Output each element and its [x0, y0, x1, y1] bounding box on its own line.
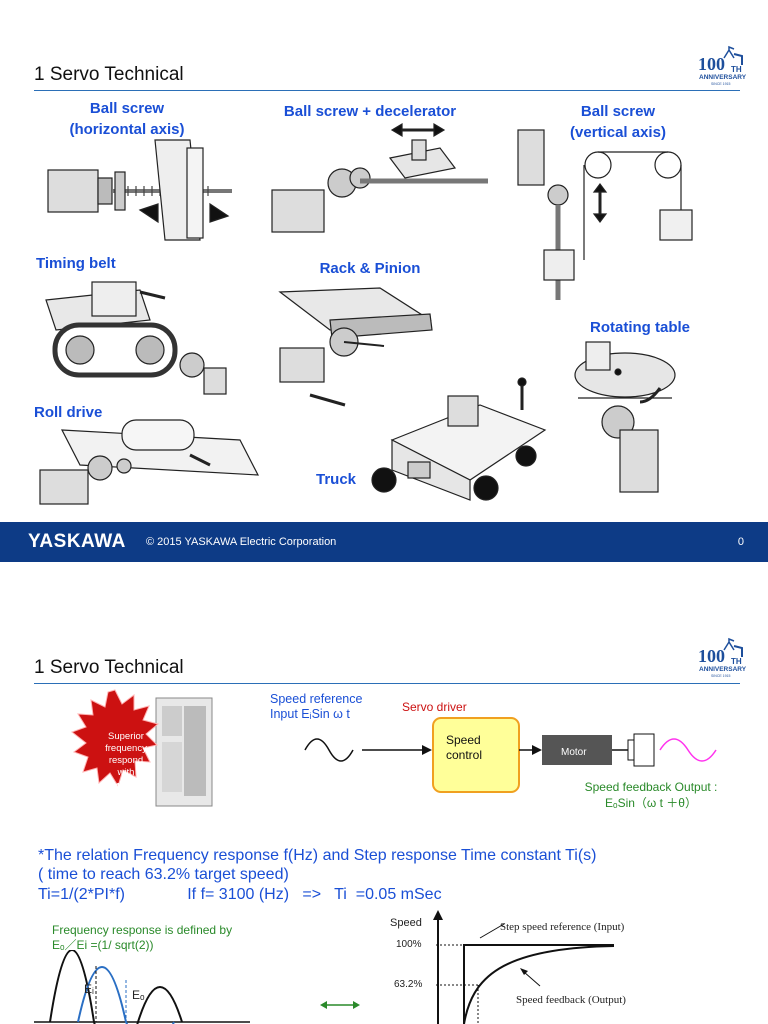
mechanism-illustrations — [39, 122, 693, 505]
speed-feedback-label: Speed feedback Output : EₒSin（ω t ＋θ） — [584, 780, 718, 810]
svg-text:100: 100 — [698, 646, 725, 666]
badge-text: Superior frequency respond with — [105, 731, 147, 778]
ball-screw-horizontal-illustration — [47, 139, 232, 241]
badge-value: 3.1KHz — [101, 780, 151, 797]
label-truck: Truck — [316, 471, 357, 488]
rack-pinion-illustration — [278, 287, 433, 407]
step-response-chart — [433, 910, 615, 1024]
rotating-table-illustration — [574, 341, 676, 493]
slide-1: 1 Servo Technical 100 TH ANNIVERSARY SIN… — [0, 44, 768, 562]
step-output-label: Speed feedback (Output) — [516, 994, 626, 1006]
footer-bar: YASKAWA © 2015 YASKAWA Electric Corporat… — [0, 522, 768, 562]
svg-text:TH: TH — [731, 65, 742, 74]
label-ball-screw-vertical: Ball screw (vertical axis) — [570, 103, 666, 141]
servo-badge-graphic — [70, 689, 213, 807]
step-input-label: Step speed reference (Input) — [500, 921, 625, 933]
speed-reference-label: Speed reference Input EᵢSin ω t — [270, 692, 363, 721]
label-rotating-table: Rotating table — [590, 319, 690, 336]
servo-driver-label: Servo driver — [402, 700, 467, 714]
relation-line-3: Ti=1/(2*PI*f) If f= 3100 (Hz) => Ti =0.0… — [38, 886, 442, 903]
label-ball-screw-decelerator: Ball screw + decelerator — [283, 103, 457, 120]
label-rack-pinion: Rack & Pinion — [319, 260, 421, 277]
frequency-definition: Frequency response is defined by Eₒ／Ei =… — [52, 923, 233, 952]
slide-2: 1 Servo Technical 100 TH ANNIVERSARY SIN… — [0, 590, 768, 1024]
svg-text:SINCE 1915: SINCE 1915 — [711, 674, 731, 678]
relation-line-1: *The relation Frequency response f(Hz) a… — [38, 847, 597, 864]
label-roll-drive: Roll drive — [34, 404, 103, 421]
relation-line-2: ( time to reach 63.2% target speed) — [38, 866, 289, 883]
title-rule — [34, 683, 740, 684]
double-arrow-icon — [320, 1001, 360, 1009]
anniversary-logo: 100 TH ANNIVERSARY SINCE 1915 — [696, 636, 748, 685]
eo-label: Eₒ — [132, 988, 145, 1002]
title-rule — [34, 90, 740, 91]
slide-title: 1 Servo Technical — [34, 657, 184, 678]
motor-box — [542, 735, 612, 765]
svg-text:TH: TH — [731, 657, 742, 666]
timing-belt-illustration — [45, 281, 227, 395]
footer-copyright: © 2015 YASKAWA Electric Corporation — [146, 536, 337, 548]
logo-since: SINCE 1915 — [711, 82, 731, 86]
ei-label: Eᵢ — [84, 982, 94, 996]
tick-100: 100% — [396, 939, 422, 950]
label-ball-screw-horizontal: Ball screw (horizontal axis) — [69, 100, 185, 138]
tick-63: 63.2% — [394, 979, 423, 990]
footer-brand: YASKAWA — [28, 531, 126, 552]
logo-text: ANNIVERSARY — [699, 74, 747, 81]
svg-text:100: 100 — [698, 54, 725, 74]
output-sine-icon — [659, 738, 717, 762]
page-number: 0 — [737, 536, 744, 548]
slide-title: 1 Servo Technical — [34, 64, 184, 85]
ball-screw-decelerator-illustration — [271, 122, 488, 233]
input-sine-icon — [304, 738, 354, 762]
roll-drive-illustration — [39, 419, 260, 505]
sine-comparison-graph — [34, 950, 250, 1024]
ball-screw-vertical-illustration — [517, 129, 693, 300]
step-chart-ylabel: Speed — [390, 917, 422, 929]
motor-label: Motor — [561, 747, 587, 758]
speed-control-box — [432, 717, 520, 793]
truck-illustration — [371, 377, 547, 501]
svg-text:ANNIVERSARY: ANNIVERSARY — [699, 666, 747, 673]
speed-control-text: Speed control — [446, 733, 483, 762]
block-diagram — [304, 717, 717, 793]
label-timing-belt: Timing belt — [36, 255, 116, 272]
anniversary-logo: 100 TH ANNIVERSARY SINCE 1915 — [696, 44, 748, 93]
